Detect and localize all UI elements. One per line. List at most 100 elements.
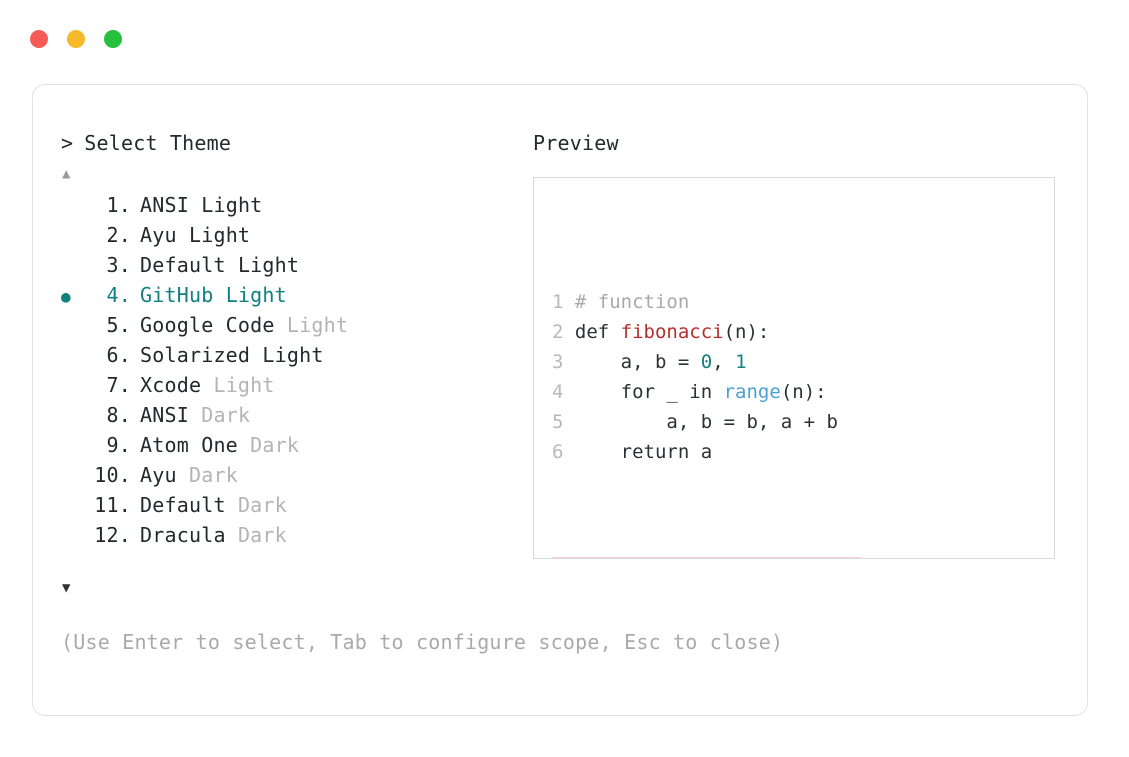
prompt-caret-icon: > — [61, 131, 74, 155]
theme-list: ● 1. ANSI Light ● 2. Ayu Light ● 3. Default Ligh… — [61, 193, 521, 553]
theme-list-item[interactable]: ● 5. Google Code Light — [61, 313, 521, 343]
theme-item-index: 1. — [106, 193, 131, 217]
theme-item-index: 8. — [106, 403, 131, 427]
code-token: a, b = b, a + b — [574, 411, 838, 433]
bullet-placeholder: ● — [61, 467, 87, 486]
code-line: 4 for _ in range(n): — [552, 377, 872, 407]
bullet-placeholder: ● — [61, 317, 87, 336]
theme-item-name: Atom One — [140, 433, 251, 457]
theme-item-index: 9. — [106, 433, 131, 457]
bullet-placeholder: ● — [61, 377, 87, 396]
line-number: 1 — [552, 291, 575, 313]
line-number: 2 — [552, 321, 575, 343]
theme-item-index: 6. — [106, 343, 131, 367]
maximize-button[interactable] — [104, 30, 122, 48]
theme-list-item[interactable]: ● 8. ANSI Dark — [61, 403, 521, 433]
theme-list-item[interactable]: ●10.Ayu Dark — [61, 463, 521, 493]
preview-label: Preview — [533, 131, 619, 155]
theme-item-name: Ayu — [140, 223, 189, 247]
diff-lines: 1 - print("Hello, " + name)1 + print(f"H… — [552, 557, 872, 558]
theme-item-name: ANSI — [140, 193, 202, 217]
code-line: 5 a, b = b, a + b — [552, 407, 872, 437]
theme-item-variant: Light — [201, 193, 263, 217]
code-token: for _ in — [574, 381, 724, 403]
bullet-placeholder: ● — [61, 227, 87, 246]
prompt-row: > Select Theme — [61, 131, 521, 155]
code-token: 1 — [735, 351, 747, 373]
theme-item-variant: Light — [237, 253, 300, 277]
code-token: 0 — [700, 351, 713, 373]
theme-item-name: ANSI — [140, 403, 202, 427]
theme-item-variant: Light — [225, 283, 287, 307]
theme-item-variant: Dark — [237, 493, 287, 517]
theme-item-variant: Dark — [201, 403, 251, 427]
theme-item-index: 4. — [106, 283, 131, 307]
code-token: (n): — [780, 381, 827, 403]
theme-item-name: Xcode — [140, 373, 214, 397]
theme-item-name: GitHub — [140, 283, 226, 307]
theme-list-panel: > Select Theme ▲ ● 1. ANSI Light ● 2. Ayu Lig… — [61, 131, 521, 569]
bullet-placeholder: ● — [61, 197, 87, 216]
theme-item-index: 12. — [94, 523, 131, 547]
theme-item-index: 11. — [94, 493, 131, 517]
theme-item-index: 5. — [106, 313, 131, 337]
theme-item-variant: Light — [262, 343, 324, 367]
code-token: fibonacci — [620, 321, 724, 343]
code-token: a, b = — [574, 351, 701, 373]
theme-item-index: 7. — [106, 373, 131, 397]
bullet-placeholder: ● — [61, 497, 87, 516]
code-token: range — [723, 381, 781, 403]
theme-list-item[interactable]: ● 2. Ayu Light — [61, 223, 521, 253]
scroll-up-icon[interactable]: ▲ — [62, 166, 71, 182]
theme-list-item[interactable]: ● 9. Atom One Dark — [61, 433, 521, 463]
theme-item-variant: Dark — [237, 523, 287, 547]
code-token: return a — [574, 441, 713, 463]
theme-item-variant: Light — [286, 313, 349, 337]
theme-list-item[interactable]: ● 11. Default Dark — [61, 493, 521, 523]
bullet-placeholder: ● — [61, 347, 87, 366]
selected-bullet-icon: ● — [61, 287, 71, 306]
theme-list-item[interactable]: ● 1. ANSI Light — [61, 193, 521, 223]
theme-item-name: Default — [140, 253, 238, 277]
minimize-button[interactable] — [67, 30, 85, 48]
theme-item-variant: Light — [213, 373, 275, 397]
theme-list-item[interactable]: ●6.Solarized Light — [61, 343, 521, 373]
line-number: 5 — [552, 411, 575, 433]
scroll-down-icon[interactable]: ▼ — [62, 580, 71, 596]
code-token: def — [574, 321, 621, 343]
line-number: 3 — [552, 351, 575, 373]
theme-list-item[interactable]: ● 7. Xcode Light — [61, 373, 521, 403]
line-number: 4 — [552, 381, 575, 403]
theme-item-name: Default — [140, 493, 238, 517]
theme-item-variant: Dark — [250, 433, 300, 457]
theme-item-variant: Light — [188, 223, 251, 247]
theme-item-name: Google Code — [140, 313, 287, 337]
diff-row: 1 - print("Hello, " + name) — [552, 557, 872, 558]
bullet-placeholder: ● — [61, 527, 87, 546]
bullet-placeholder: ● — [61, 437, 87, 456]
code-line: 2 def fibonacci(n): — [552, 317, 872, 347]
theme-list-item[interactable]: ● 3. Default Light — [61, 253, 521, 283]
theme-item-name: Ayu — [140, 463, 189, 487]
theme-list-item[interactable]: ●12.Dracula Dark — [61, 523, 521, 553]
keyboard-hint: (Use Enter to select, Tab to configure s… — [61, 630, 784, 654]
code-token: (n): — [723, 321, 770, 343]
line-number: 6 — [552, 441, 575, 463]
theme-selector-card: > Select Theme ▲ ● 1. ANSI Light ● 2. Ayu Lig… — [32, 84, 1088, 716]
page-title: Select Theme — [84, 131, 232, 155]
code-token: , — [712, 351, 736, 373]
code-line: 3 a, b = 0, 1 — [552, 347, 872, 377]
bullet-placeholder: ● — [61, 407, 87, 426]
code-line: 6 return a — [552, 437, 872, 467]
theme-list-item[interactable]: ● 4. GitHub Light — [61, 283, 521, 313]
close-button[interactable] — [30, 30, 48, 48]
code-line: 1 # function — [552, 287, 872, 317]
theme-item-index: 3. — [106, 253, 131, 277]
theme-item-index: 2. — [106, 223, 131, 247]
diff-removed-line: 1 - print("Hello, " + name) — [552, 557, 861, 558]
bullet-placeholder: ● — [61, 257, 87, 276]
theme-item-variant: Dark — [188, 463, 238, 487]
